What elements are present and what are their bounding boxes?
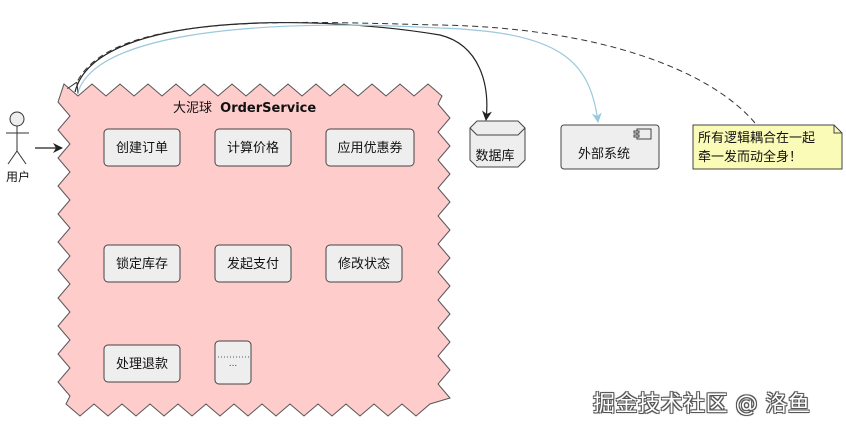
note-line-2: 牵一发而动全身！ bbox=[698, 149, 802, 165]
component-icon bbox=[633, 128, 652, 140]
actor-label: 用户 bbox=[6, 169, 30, 184]
service-to-external-arrow bbox=[77, 24, 602, 123]
module-refund[interactable]: 处理退款 bbox=[103, 344, 181, 383]
module-label: ... bbox=[229, 359, 238, 369]
module-label: 锁定库存 bbox=[116, 256, 168, 272]
module-label: 计算价格 bbox=[227, 140, 279, 156]
module-label: 发起支付 bbox=[227, 256, 279, 272]
external-system-label: 外部系统 bbox=[578, 147, 630, 162]
module-label: 创建订单 bbox=[116, 141, 168, 156]
module-label: 处理退款 bbox=[116, 357, 168, 372]
module-change-status[interactable]: 修改状态 bbox=[325, 244, 403, 283]
module-label: 应用优惠券 bbox=[337, 140, 402, 156]
container-title: 大泥球 OrderService bbox=[173, 101, 316, 116]
module-calc-price[interactable]: 计算价格 bbox=[214, 128, 292, 167]
module-start-payment[interactable]: 发起支付 bbox=[214, 244, 292, 283]
module-more[interactable]: ... bbox=[214, 340, 252, 385]
database-node[interactable]: 数据库 bbox=[469, 120, 526, 168]
note-to-service-link bbox=[76, 21, 756, 124]
module-label: 修改状态 bbox=[338, 257, 390, 272]
module-create-order[interactable]: 创建订单 bbox=[103, 128, 181, 167]
database-label: 数据库 bbox=[475, 148, 514, 164]
actor-head bbox=[9, 111, 25, 127]
module-apply-coupon[interactable]: 应用优惠券 bbox=[325, 128, 415, 167]
user-actor[interactable] bbox=[6, 111, 29, 165]
module-lock-stock[interactable]: 锁定库存 bbox=[103, 244, 181, 283]
watermark: 掘金技术社区 @ 洛鱼 bbox=[593, 392, 811, 417]
external-system-node[interactable]: 外部系统 bbox=[560, 124, 660, 170]
note: 所有逻辑耦合在一起 牵一发而动全身！ bbox=[692, 124, 843, 170]
note-line-1: 所有逻辑耦合在一起 bbox=[698, 131, 815, 146]
